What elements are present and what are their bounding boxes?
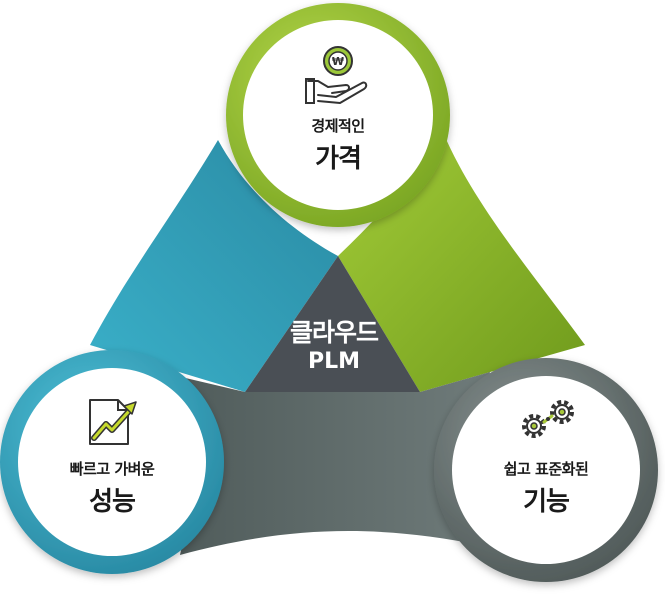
- won-symbol: ₩: [332, 55, 344, 68]
- center-triangle: [245, 256, 420, 392]
- performance-node: 빠르고 가벼운 성능: [32, 458, 192, 518]
- price-node-circle: [226, 3, 450, 227]
- growth-chart-icon: [89, 399, 137, 445]
- price-node-subtitle: 경제적인: [311, 117, 365, 135]
- coin-hand-icon: ₩: [305, 46, 368, 104]
- features-node-title: 기능: [523, 487, 570, 517]
- gray-swoosh: [160, 372, 490, 555]
- gears-icon: [522, 400, 574, 438]
- teal-swoosh: [90, 140, 338, 392]
- performance-node-circle: [0, 350, 224, 574]
- center-label: 클라우드 PLM: [240, 318, 428, 376]
- features-node-circle: [434, 358, 658, 582]
- performance-node-title: 성능: [89, 487, 136, 517]
- features-node-subtitle: 쉽고 표준화된: [503, 460, 589, 478]
- features-node: 쉽고 표준화된 기능: [466, 458, 626, 518]
- center-label-line2: PLM: [307, 349, 361, 374]
- price-node-title: 가격: [315, 144, 362, 174]
- performance-node-subtitle: 빠르고 가벼운: [69, 460, 155, 478]
- center-label-line1: 클라우드: [289, 318, 379, 347]
- price-node: 경제적인 가격: [258, 115, 418, 175]
